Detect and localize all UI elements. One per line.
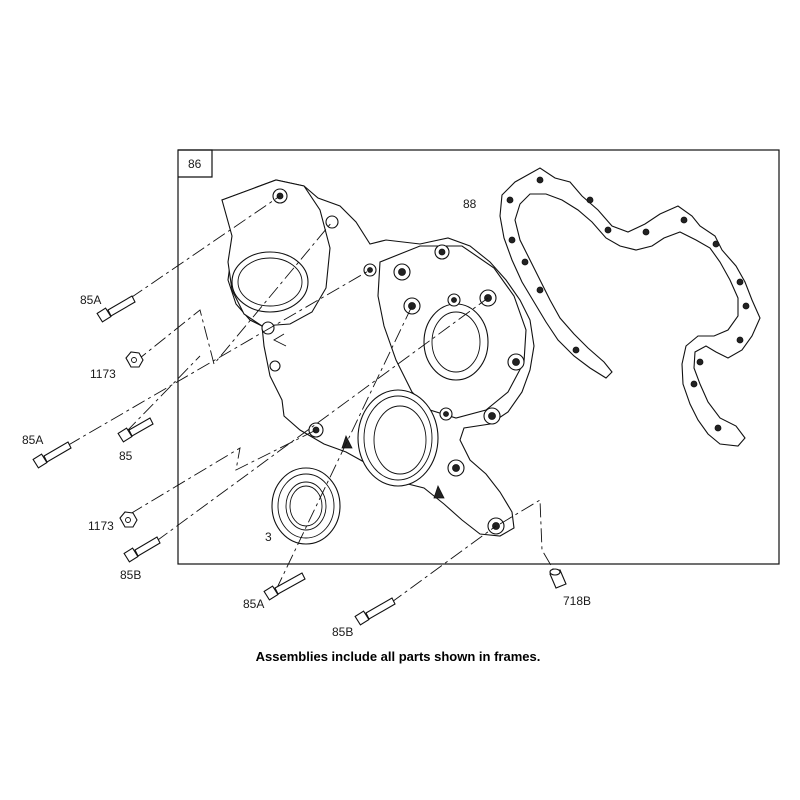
bolt-85a-top: [96, 295, 136, 323]
bolt-85a-bottom: [263, 572, 306, 601]
bolt-85b-bottom-label: 85B: [332, 625, 353, 639]
bolt-85: [117, 417, 154, 443]
bolt-85b-left-label: 85B: [120, 568, 141, 582]
gasket-88-label: 88: [463, 197, 477, 211]
gasket-88: [499, 167, 761, 447]
timing-cover: [221, 179, 535, 537]
nut-1173-top-label: 1173: [90, 367, 116, 381]
nut-1173-bottom-label: 1173: [88, 519, 114, 533]
bolt-85a-top-label: 85A: [80, 293, 101, 307]
assembly-frame: [177, 149, 780, 565]
leader-lines: [45, 195, 557, 619]
bolt-85b-left: [123, 536, 161, 563]
bolt-85a-left: [32, 441, 72, 469]
crankshaft-seal-3: [271, 467, 341, 545]
dowel-718b-label: 718B: [563, 594, 591, 608]
seal-3-label: 3: [265, 530, 272, 544]
nut-1173-bottom: [119, 511, 138, 528]
bolt-85-label: 85: [119, 449, 133, 463]
bolt-85a-bottom-label: 85A: [243, 597, 264, 611]
frame-number-label: 86: [188, 157, 202, 171]
diagram-caption: Assemblies include all parts shown in fr…: [256, 649, 541, 664]
bolt-85a-left-label: 85A: [22, 433, 43, 447]
bolt-85b-bottom: [354, 597, 396, 626]
nut-1173-top: [125, 351, 144, 368]
dowel-718b: [549, 568, 567, 589]
